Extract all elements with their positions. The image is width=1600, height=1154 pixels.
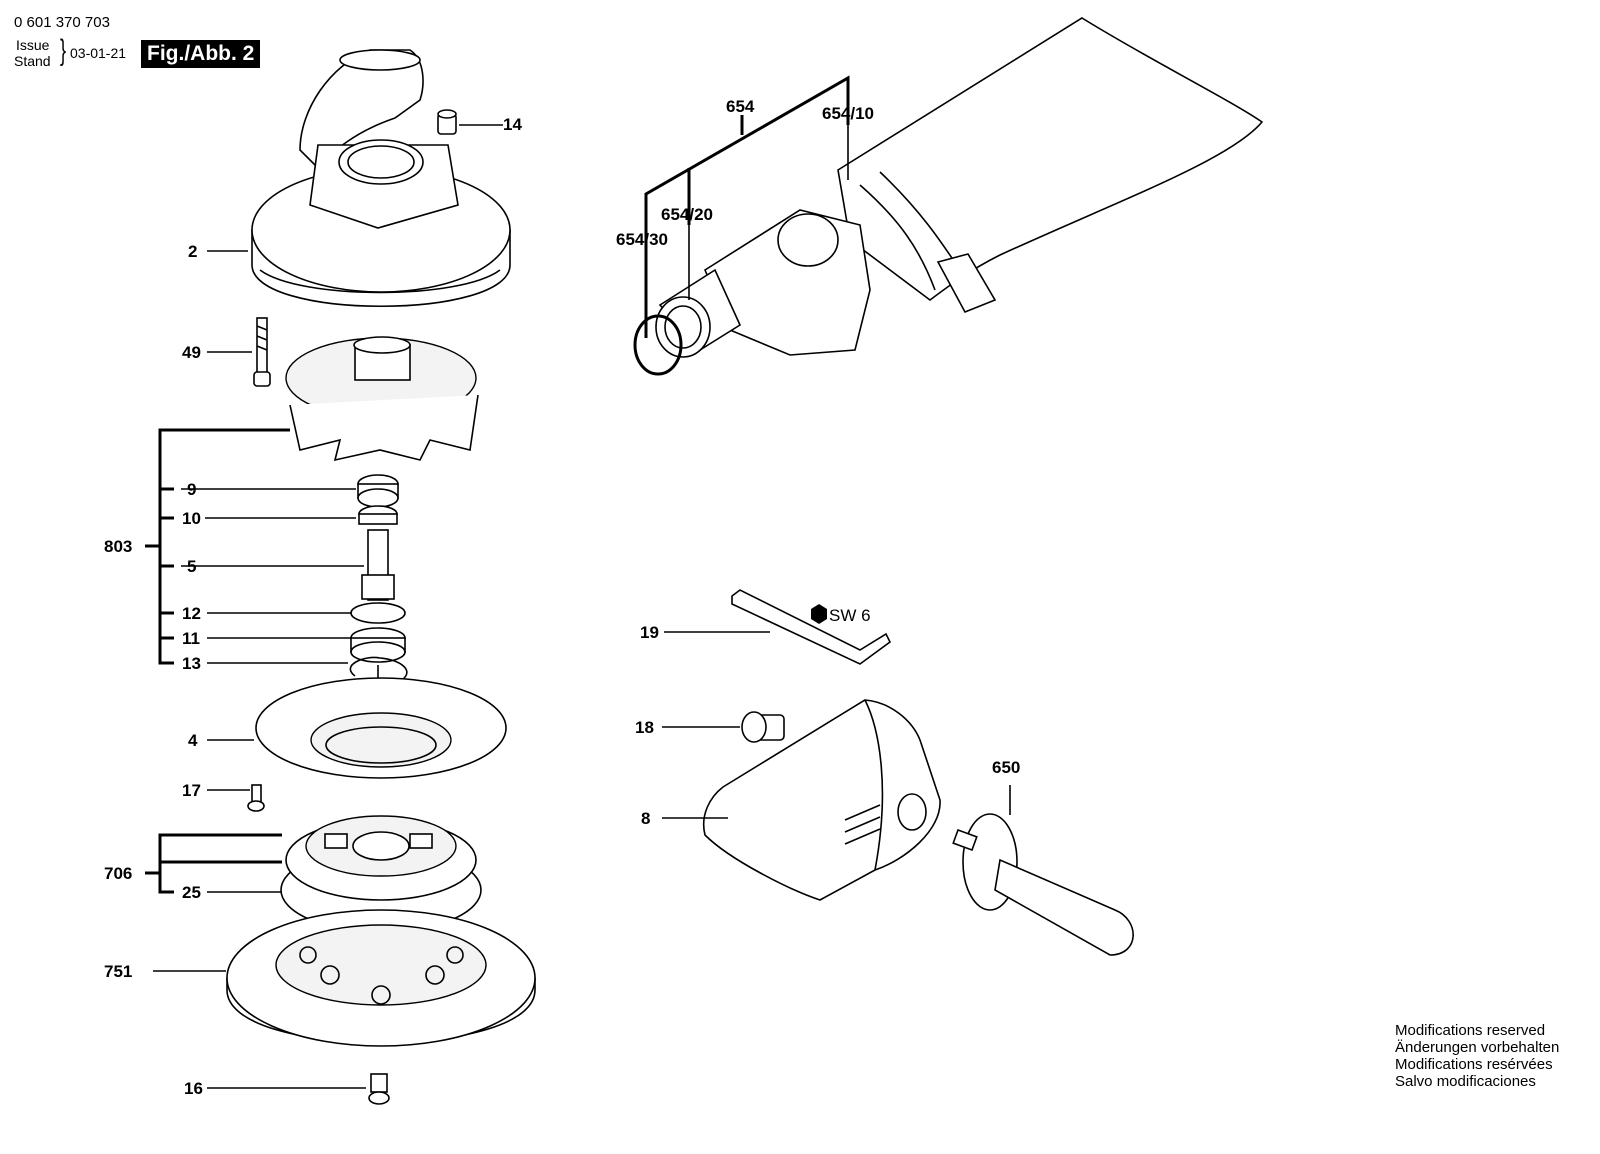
spindle-bearings (349, 474, 408, 745)
callout-sw6: SW 6 (829, 606, 871, 625)
callout-751: 751 (104, 962, 132, 981)
modifications-line-en: Modifications reserved (1395, 1022, 1546, 1039)
modifications-notice: Modifications reserved Änderungen vorbeh… (1395, 1022, 1559, 1090)
callout-10: 10 (182, 509, 201, 528)
issue-date: 03-01-21 (70, 45, 127, 61)
callout-5: 5 (187, 557, 196, 576)
callout-14: 14 (503, 115, 522, 134)
hex-key-part (731, 589, 892, 665)
brace-symbol: } (60, 34, 67, 67)
bag-assembly-bracket (644, 75, 850, 338)
figure-label: Fig./Abb. 2 (141, 40, 261, 68)
housing-ring-part (255, 677, 507, 779)
modifications-line-de: Änderungen vorbehalten (1395, 1039, 1560, 1056)
dust-bag-clip (936, 253, 997, 314)
side-handle-part (952, 813, 1134, 956)
left-leader-lines (153, 124, 503, 1089)
callout-650: 650 (992, 758, 1020, 777)
long-screw-part (253, 317, 271, 387)
callout-654-20: 654/20 (661, 205, 713, 224)
callout-12: 12 (182, 604, 201, 623)
callout-18: 18 (635, 718, 654, 737)
callout-654-30: 654/30 (616, 230, 668, 249)
callout-2: 2 (188, 242, 197, 261)
sanding-pad-part (226, 909, 536, 1047)
callout-4: 4 (188, 731, 198, 750)
callout-49: 49 (182, 343, 201, 362)
modifications-line-fr: Modifications resérvées (1395, 1056, 1553, 1073)
callout-13: 13 (182, 654, 201, 673)
hex-size-marker (811, 604, 827, 624)
bottom-screw-part (368, 1073, 390, 1105)
dust-hood-part (251, 49, 511, 308)
fan-part (285, 336, 479, 462)
callout-11: 11 (182, 629, 200, 648)
small-screw-part (247, 784, 265, 812)
stand-label: Stand (14, 53, 51, 69)
callout-17: 17 (182, 781, 201, 800)
callout-8: 8 (641, 809, 650, 828)
o-ring-part (633, 314, 683, 376)
modifications-line-es: Salvo modificaciones (1395, 1073, 1536, 1090)
callout-654-10: 654/10 (822, 104, 874, 123)
callout-654: 654 (726, 97, 755, 116)
knob-screw-part (741, 711, 785, 743)
callout-706: 706 (104, 864, 132, 883)
cap-part (437, 109, 457, 135)
gear-ring-part (280, 815, 482, 933)
callout-19: 19 (640, 623, 659, 642)
callout-9: 9 (187, 480, 196, 499)
assembly-brackets (145, 428, 290, 894)
document-number: 0 601 370 703 (14, 14, 110, 31)
callout-803: 803 (104, 537, 132, 556)
gear-cover-part (703, 699, 941, 901)
callout-16: 16 (184, 1079, 203, 1098)
callout-25: 25 (182, 883, 201, 902)
issue-label: Issue (16, 37, 50, 53)
bag-adapter-part (655, 209, 871, 358)
dust-bag-part (837, 17, 1264, 301)
